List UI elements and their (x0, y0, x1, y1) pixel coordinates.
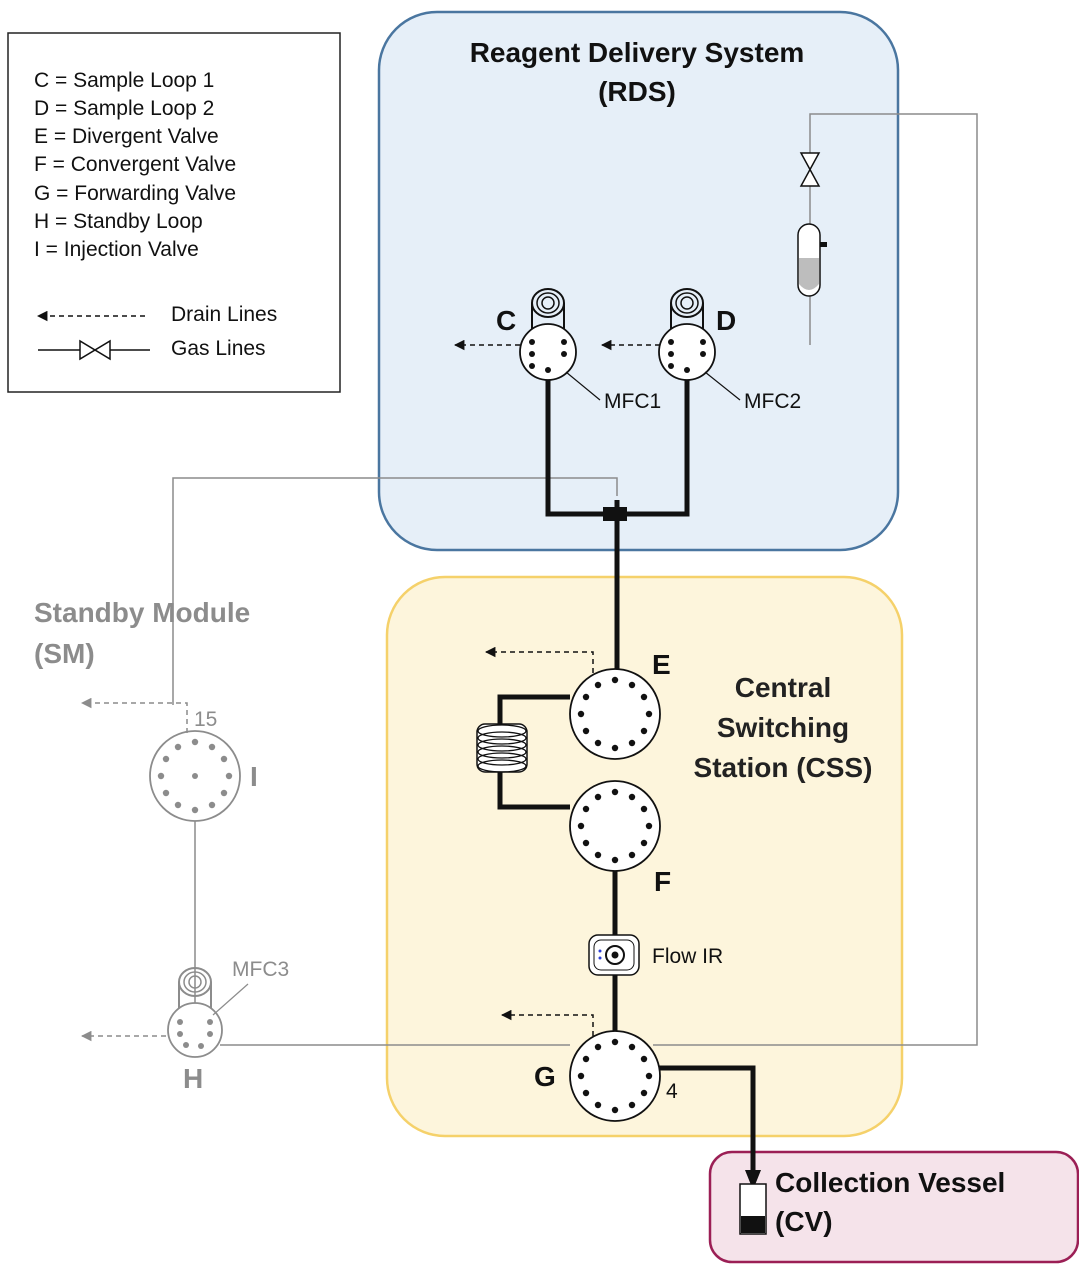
cv-box (708, 1150, 1079, 1264)
legend-item-i: I = Injection Valve (34, 238, 199, 261)
legend-item-c: C = Sample Loop 1 (34, 69, 214, 92)
tee-junction-icon (603, 507, 627, 521)
css-title-line1: Central (735, 672, 831, 703)
cv-title: Collection Vessel (775, 1167, 1005, 1198)
sm-abbrev: (SM) (34, 638, 95, 669)
valve-d-label: D (716, 305, 736, 336)
mfc1-label: MFC1 (604, 390, 661, 413)
valve-c (519, 288, 577, 381)
cv-abbrev: (CV) (775, 1206, 833, 1237)
valve-g-port-label: 4 (666, 1080, 678, 1103)
valve-d (658, 288, 716, 381)
valve-f-label: F (654, 866, 671, 897)
rds-title: Reagent Delivery System (470, 37, 805, 68)
coil-reactor-icon (476, 723, 528, 773)
legend-item-g: G = Forwarding Valve (34, 182, 236, 205)
legend-item-d: D = Sample Loop 2 (34, 97, 214, 120)
legend-drain-label: Drain Lines (171, 303, 277, 326)
valve-g (569, 1030, 661, 1122)
legend-item-h: H = Standby Loop (34, 210, 203, 233)
legend-gas-label: Gas Lines (171, 337, 266, 360)
css-title-line3: Station (CSS) (694, 752, 873, 783)
legend: C = Sample Loop 1 D = Sample Loop 2 E = … (7, 32, 341, 393)
flow-ir-label: Flow IR (652, 945, 723, 968)
reagent-vial-icon (797, 223, 827, 297)
valve-g-drain (500, 1009, 594, 1036)
mfc2-label: MFC2 (744, 390, 801, 413)
cv-inlet-arrow-icon (745, 1170, 761, 1190)
rds-abbrev: (RDS) (598, 76, 676, 107)
legend-item-e: E = Divergent Valve (34, 125, 219, 148)
valve-f (569, 780, 661, 872)
rds-box (377, 10, 900, 552)
flow-ir-icon (588, 934, 640, 976)
valve-h-label: H (183, 1063, 203, 1094)
mfc3-label: MFC3 (232, 958, 289, 981)
css-title-line2: Switching (717, 712, 849, 743)
collection-vial-icon (739, 1183, 767, 1235)
valve-e (569, 668, 661, 760)
valve-e-label: E (652, 649, 671, 680)
valve-i-drain (80, 697, 188, 733)
valve-g-label: G (534, 1061, 556, 1092)
valve-i (149, 730, 241, 822)
legend-gas-line-symbol (38, 339, 150, 361)
valve-e-drain (484, 646, 594, 673)
gas-valve-icon (799, 152, 821, 187)
valve-h (167, 967, 223, 1058)
sm-title: Standby Module (34, 597, 250, 628)
valve-i-port-label: 15 (194, 708, 217, 731)
valve-i-label: I (250, 761, 258, 792)
legend-item-f: F = Convergent Valve (34, 153, 236, 176)
valve-c-label: C (496, 305, 516, 336)
